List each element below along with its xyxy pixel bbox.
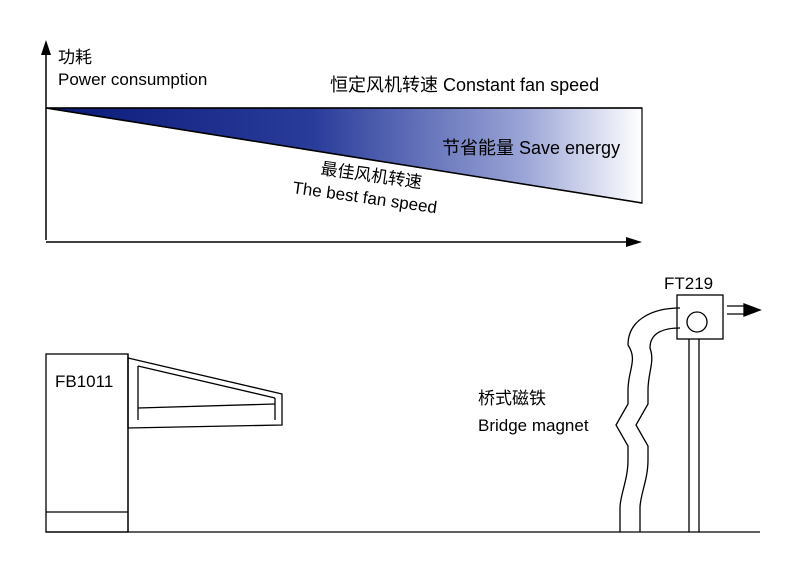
best-speed-line xyxy=(45,107,643,204)
magnet-label-en: Bridge magnet xyxy=(478,416,589,435)
fan-rotor-icon xyxy=(686,311,708,333)
x-axis-arrow-icon xyxy=(626,237,642,247)
exhaust-duct xyxy=(615,307,681,532)
magnet-label-cn: 桥式磁铁 xyxy=(478,389,546,408)
outlet-arrow-icon xyxy=(727,303,762,317)
fan-unit-label: FT219 xyxy=(664,274,713,293)
y-axis-arrow-icon xyxy=(41,40,51,55)
fan-ft219 xyxy=(676,294,724,532)
duct-wall-left xyxy=(615,307,681,532)
constant-speed-label: 恒定风机转速 Constant fan speed xyxy=(330,75,599,95)
fan-housing xyxy=(676,294,724,340)
duct-wall-right xyxy=(635,327,681,532)
equipment-drawing xyxy=(45,294,762,533)
save-energy-label: 节省能量 Save energy xyxy=(442,138,620,158)
y-axis-label-en: Power consumption xyxy=(58,70,207,89)
y-axis-label-cn: 功耗 xyxy=(58,48,92,67)
hood-inner-top xyxy=(137,365,276,399)
machine-fb1011 xyxy=(45,353,283,533)
machine-hood xyxy=(127,357,283,429)
machine-label: FB1011 xyxy=(55,372,113,391)
hood-inner-mid xyxy=(137,403,276,409)
energy-chart: 功耗 Power consumption 恒定风机转速 Constant fan… xyxy=(41,40,643,247)
